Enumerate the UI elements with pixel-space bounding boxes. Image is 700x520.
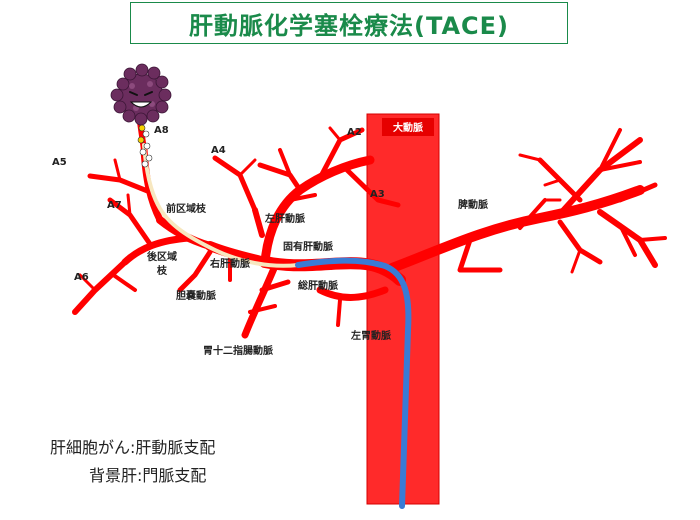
- label-A6: A6: [74, 272, 89, 283]
- aorta-label: 大動脈: [393, 121, 423, 134]
- label-posterior-branch-1: 後区域: [147, 250, 177, 263]
- left-hepatic-branch: [278, 148, 292, 177]
- label-A4: A4: [211, 145, 226, 156]
- A4-branch: [238, 158, 257, 177]
- A6-branch: [72, 259, 128, 315]
- gda-branch: [248, 304, 277, 314]
- left-gastric-branch: [336, 298, 342, 327]
- label-cystic: 胆嚢動脈: [176, 289, 216, 302]
- page-title: 肝動脈化学塞栓療法(TACE): [130, 2, 568, 44]
- splenic-branch: [570, 248, 582, 274]
- aorta-label-bg: [382, 118, 434, 136]
- label-common-hepatic: 総肝動脈: [298, 279, 338, 292]
- label-left-gastric: 左胃動脈: [350, 329, 391, 342]
- left-hepatic-branch: [257, 162, 303, 193]
- splenic-branch: [598, 128, 622, 172]
- A7-branch: [126, 193, 132, 217]
- label-gastroduodenal: 胃十二指腸動脈: [203, 344, 273, 357]
- left-gastric-artery: [316, 286, 389, 301]
- cystic-artery: [177, 249, 213, 293]
- left-hepatic-branch: [328, 126, 342, 142]
- label-right-hepatic: 右肝動脈: [209, 257, 250, 270]
- label-splenic: 脾動脈: [458, 198, 488, 211]
- gastroduodenal-artery: [241, 262, 279, 339]
- label-A7: A7: [107, 200, 122, 211]
- splenic-branch: [457, 237, 503, 273]
- splenic-branch: [638, 236, 667, 242]
- note-hcc: 肝細胞がん:肝動脈支配: [50, 438, 216, 457]
- splenic-branch: [543, 178, 562, 187]
- label-A2: A2: [347, 127, 362, 138]
- catheter-route: [142, 143, 300, 268]
- label-A3: A3: [370, 189, 385, 200]
- label-A5: A5: [52, 157, 67, 168]
- artery-tree: [72, 119, 667, 339]
- label-A8: A8: [154, 125, 169, 136]
- splenic-branch: [618, 223, 637, 257]
- splenic-artery: [387, 185, 645, 273]
- label-proper-hepatic: 固有肝動脈: [283, 240, 333, 253]
- A6-branch: [78, 273, 97, 292]
- catheter: [295, 257, 412, 509]
- splenic-branch: [518, 153, 542, 162]
- splenic-branch: [518, 198, 547, 230]
- gda-branch: [259, 279, 291, 293]
- splenic-branch: [617, 182, 658, 203]
- note-background-liver: 背景肝:門脈支配: [89, 466, 207, 485]
- label-posterior-branch-2: 枝: [156, 264, 168, 277]
- A4-branch: [252, 207, 265, 238]
- tumor-icon: [110, 63, 172, 126]
- A6-branch: [110, 272, 137, 292]
- splenic-branch: [598, 160, 642, 172]
- A5-branch: [113, 158, 122, 182]
- splenic-branch: [557, 219, 603, 265]
- left-hepatic-branch-A3: [342, 165, 401, 208]
- label-left-hepatic: 左肝動脈: [264, 212, 305, 225]
- embolic-beads: [137, 124, 153, 168]
- left-hepatic-branch: [288, 193, 317, 202]
- label-anterior-branch: 前区域枝: [166, 202, 207, 215]
